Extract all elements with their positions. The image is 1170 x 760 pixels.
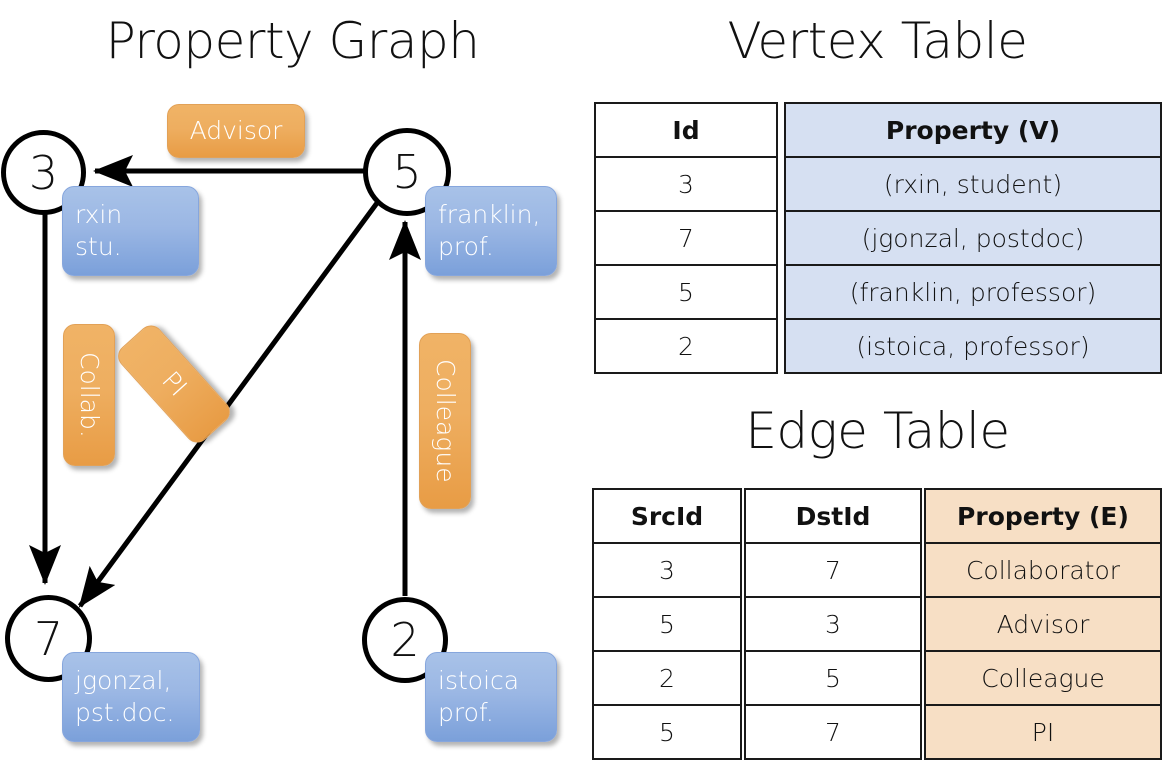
vertex-property-box-2-line2: prof. bbox=[438, 698, 494, 727]
graph-node-5-label: 5 bbox=[392, 145, 422, 199]
edge-label-advisor: Advisor bbox=[189, 116, 283, 145]
vertex-table-cell-property: (istoica, professor) bbox=[784, 318, 1162, 374]
table-row[interactable]: 3 bbox=[592, 542, 742, 598]
edge-table-header-dstid: DstId bbox=[744, 488, 922, 544]
edge-table-srcid-column: SrcId 3 5 2 5 bbox=[592, 488, 742, 760]
table-row[interactable]: (franklin, professor) bbox=[784, 264, 1162, 320]
edge-label-collab: Collab. bbox=[75, 352, 104, 438]
graph-node-5[interactable]: 5 bbox=[363, 128, 451, 216]
edge-table-header-srcid: SrcId bbox=[592, 488, 742, 544]
edge-label-box-colleague[interactable]: Colleague bbox=[419, 333, 471, 509]
graph-node-2-label: 2 bbox=[390, 613, 420, 667]
table-row[interactable]: (istoica, professor) bbox=[784, 318, 1162, 374]
vertex-table-cell-id: 2 bbox=[594, 318, 778, 374]
table-header-row: Property (V) bbox=[784, 102, 1162, 158]
table-row[interactable]: 7 bbox=[744, 704, 922, 760]
table-row[interactable]: (rxin, student) bbox=[784, 156, 1162, 212]
vertex-property-box-2[interactable]: istoica prof. bbox=[425, 652, 557, 742]
edge-table-cell-dstid: 7 bbox=[744, 704, 922, 760]
table-row[interactable]: 5 bbox=[744, 650, 922, 706]
edge-table-cell-dstid: 5 bbox=[744, 650, 922, 706]
vertex-table-header-id: Id bbox=[594, 102, 778, 158]
vertex-property-box-3-line1: rxin bbox=[75, 200, 123, 229]
table-header-row: Id bbox=[594, 102, 778, 158]
edge-table-cell-srcid: 5 bbox=[592, 704, 742, 760]
vertex-table-cell-property: (rxin, student) bbox=[784, 156, 1162, 212]
vertex-property-box-5-line2: prof. bbox=[438, 232, 494, 261]
edge-label-colleague: Colleague bbox=[431, 359, 460, 483]
table-row[interactable]: Advisor bbox=[924, 596, 1162, 652]
edge-table-cell-srcid: 3 bbox=[592, 542, 742, 598]
vertex-property-box-7-line1: jgonzal, bbox=[75, 666, 172, 695]
table-header-row: SrcId bbox=[592, 488, 742, 544]
vertex-property-box-5-line1: franklin, bbox=[438, 200, 541, 229]
table-row[interactable]: Colleague bbox=[924, 650, 1162, 706]
edge-label-box-advisor[interactable]: Advisor bbox=[167, 104, 305, 158]
vertex-property-box-2-line1: istoica bbox=[438, 666, 520, 695]
edge-table-dstid-column: DstId 7 3 5 7 bbox=[744, 488, 922, 760]
property-graph-diagram: 3 5 7 2 rxin stu. franklin, prof. jgonza… bbox=[1, 104, 557, 742]
table-row[interactable]: PI bbox=[924, 704, 1162, 760]
vertex-table-property-column: Property (V) (rxin, student) (jgonzal, p… bbox=[784, 102, 1162, 374]
graph-node-2[interactable]: 2 bbox=[362, 597, 448, 683]
vertex-table-cell-property: (franklin, professor) bbox=[784, 264, 1162, 320]
vertex-property-box-3[interactable]: rxin stu. bbox=[62, 186, 199, 276]
table-row[interactable]: 7 bbox=[744, 542, 922, 598]
page-title-property-graph: Property Graph bbox=[105, 12, 480, 70]
vertex-table-cell-id: 7 bbox=[594, 210, 778, 266]
edge-table-cell-dstid: 3 bbox=[744, 596, 922, 652]
vertex-table-header-property: Property (V) bbox=[784, 102, 1162, 158]
edge-table-cell-srcid: 2 bbox=[592, 650, 742, 706]
vertex-table-id-column: Id 3 7 5 2 bbox=[594, 102, 778, 374]
vertex-property-box-3-line2: stu. bbox=[75, 232, 122, 261]
edge-line-5-to-7 bbox=[77, 201, 380, 608]
table-row[interactable]: 3 bbox=[744, 596, 922, 652]
edge-table-cell-property: Advisor bbox=[924, 596, 1162, 652]
table-row[interactable]: 5 bbox=[592, 596, 742, 652]
graph-node-3-label: 3 bbox=[28, 145, 59, 200]
vertex-table-cell-property: (jgonzal, postdoc) bbox=[784, 210, 1162, 266]
vertex-table-cell-id: 3 bbox=[594, 156, 778, 212]
vertex-property-box-7[interactable]: jgonzal, pst.doc. bbox=[62, 652, 200, 742]
edge-table-cell-srcid: 5 bbox=[592, 596, 742, 652]
table-row[interactable]: 5 bbox=[592, 704, 742, 760]
table-header-row: DstId bbox=[744, 488, 922, 544]
table-row[interactable]: (jgonzal, postdoc) bbox=[784, 210, 1162, 266]
table-row[interactable]: 2 bbox=[592, 650, 742, 706]
edge-label-box-collab[interactable]: Collab. bbox=[63, 324, 115, 466]
page-title-vertex-table: Vertex Table bbox=[727, 12, 1028, 70]
graph-node-7-label: 7 bbox=[33, 611, 64, 666]
table-row[interactable]: 3 bbox=[594, 156, 778, 212]
vertex-property-box-5[interactable]: franklin, prof. bbox=[425, 186, 557, 276]
edge-table-cell-property: Colleague bbox=[924, 650, 1162, 706]
table-row[interactable]: 5 bbox=[594, 264, 778, 320]
vertex-table-cell-id: 5 bbox=[594, 264, 778, 320]
edge-table-cell-property: Collaborator bbox=[924, 542, 1162, 598]
table-row[interactable]: Collaborator bbox=[924, 542, 1162, 598]
table-header-row: Property (E) bbox=[924, 488, 1162, 544]
vertex-property-box-7-line2: pst.doc. bbox=[75, 698, 175, 727]
edge-table-cell-property: PI bbox=[924, 704, 1162, 760]
edge-table-cell-dstid: 7 bbox=[744, 542, 922, 598]
page-title-edge-table: Edge Table bbox=[745, 402, 1010, 460]
graph-edge-lines bbox=[29, 155, 421, 608]
edge-table-header-property: Property (E) bbox=[924, 488, 1162, 544]
table-row[interactable]: 2 bbox=[594, 318, 778, 374]
edge-label-pi: PI bbox=[156, 365, 193, 402]
edge-table-property-column: Property (E) Collaborator Advisor Collea… bbox=[924, 488, 1162, 760]
table-row[interactable]: 7 bbox=[594, 210, 778, 266]
